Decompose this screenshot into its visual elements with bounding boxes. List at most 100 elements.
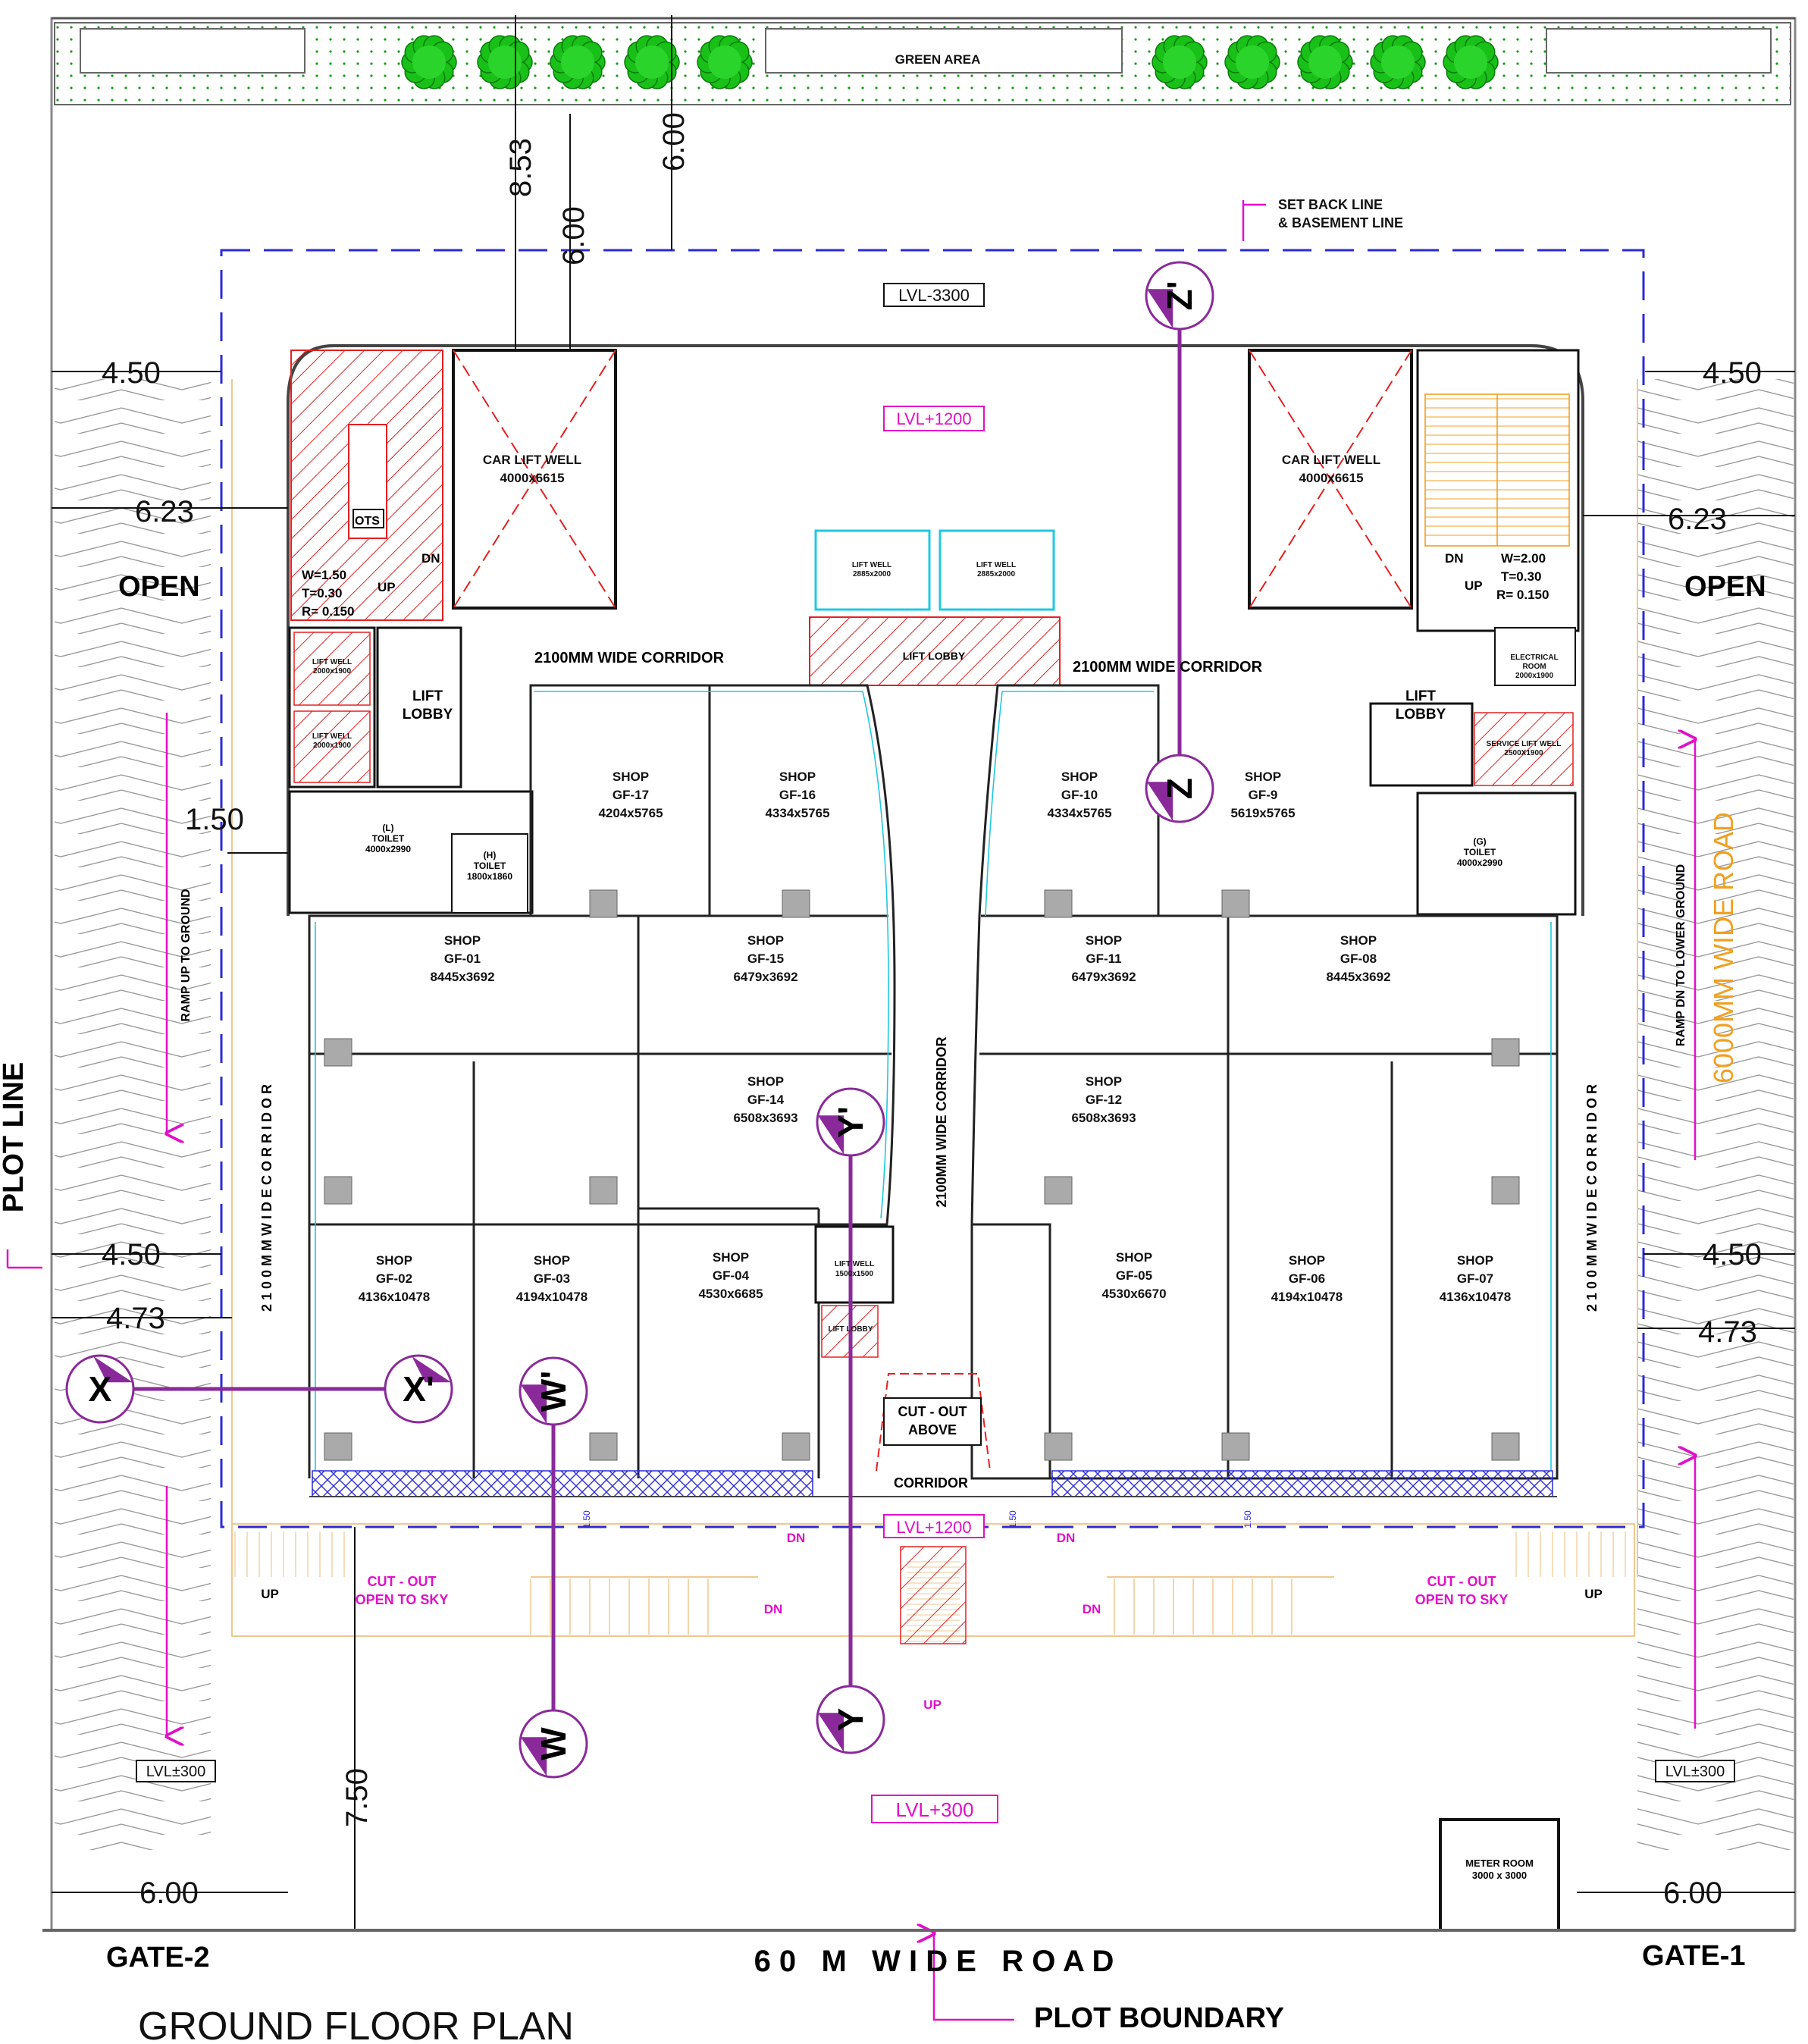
plot-boundary-label: PLOT BOUNDARY xyxy=(1034,2002,1284,2034)
corridor-h-left: 2100MM WIDE CORRIDOR xyxy=(534,650,725,666)
electrical-room: ELECTRICAL xyxy=(1510,654,1558,662)
stair-right-w: W=2.00 xyxy=(1501,551,1546,566)
toilet-g-size: 4000x2990 xyxy=(1457,857,1502,868)
section-letter: X xyxy=(89,1369,112,1409)
meter-room-size: 3000 x 3000 xyxy=(1472,1870,1527,1881)
shop-id: GF-04 xyxy=(713,1268,750,1283)
shop-size: 6508x3693 xyxy=(733,1111,797,1125)
core-lift-well-size: 1500x1500 xyxy=(835,1270,873,1278)
shop-size: 4530x6685 xyxy=(698,1287,763,1301)
shop-word: SHOP xyxy=(376,1253,412,1268)
section-marker-y2: Y' xyxy=(816,1087,885,1157)
front-corridor-hatch xyxy=(312,1470,813,1497)
section-letter: Y' xyxy=(831,1106,870,1138)
dim-623-left: 6.23 xyxy=(135,495,194,528)
lift-well-small-1: LIFT WELL xyxy=(312,658,352,666)
toilet-h-size: 1800x1860 xyxy=(467,871,512,882)
tree-icon xyxy=(1297,35,1353,89)
tree-icon xyxy=(1152,35,1208,89)
section-marker-w: W xyxy=(519,1709,588,1779)
shop-id: GF-12 xyxy=(1086,1093,1122,1107)
toilet-g-name: (G) xyxy=(1473,836,1486,847)
toilet-l-name: (L) xyxy=(382,823,393,833)
shop-word: SHOP xyxy=(1245,770,1281,784)
tree-icon xyxy=(550,35,606,89)
shop-id: GF-15 xyxy=(747,951,784,966)
shop-size: 4204x5765 xyxy=(598,806,663,820)
tree-icon xyxy=(1443,35,1499,89)
shop-id: GF-01 xyxy=(444,951,481,966)
mid-lift-1-size: 2885x2000 xyxy=(853,570,891,578)
service-lift-name: SERVICE LIFT WELL xyxy=(1487,740,1562,748)
right-service-block xyxy=(1369,627,1577,916)
glazing-lines xyxy=(315,691,1552,1471)
shop-size: 4334x5765 xyxy=(1047,806,1111,820)
open-right: OPEN xyxy=(1684,571,1766,603)
section-letter: W' xyxy=(534,1371,573,1412)
shop-size: 6479x3692 xyxy=(1071,970,1136,984)
shop-word: SHOP xyxy=(1457,1253,1493,1268)
toilet-l-name-2: TOILET xyxy=(372,833,405,844)
shop-word: SHOP xyxy=(1061,770,1098,784)
stair-left-up: UP xyxy=(378,580,396,594)
dim-600-right-bottom: 6.00 xyxy=(1663,1876,1722,1910)
shop-word: SHOP xyxy=(779,770,816,784)
shop-word: SHOP xyxy=(1086,933,1122,948)
corridor-front: CORRIDOR xyxy=(894,1475,968,1491)
car-lift-well-right xyxy=(1248,349,1413,610)
shop-word: SHOP xyxy=(1086,1074,1122,1089)
corridor-h-right: 2100MM WIDE CORRIDOR xyxy=(1073,659,1263,676)
ramp-right-hatch xyxy=(1637,379,1794,1850)
mid-lift-well-2 xyxy=(938,529,1055,611)
section-letter: Y xyxy=(831,1708,870,1732)
plaza-w150-3: 1.50 xyxy=(1242,1510,1253,1528)
shop-size: 4334x5765 xyxy=(765,806,829,820)
car-lift-right-name: CAR LIFT WELL xyxy=(1282,453,1380,467)
lift-lobby-right-2: LOBBY xyxy=(1396,707,1446,723)
core-lift-well-name: LIFT WELL xyxy=(835,1260,874,1268)
lift-well-small-1-size: 2000x1900 xyxy=(313,667,351,676)
ramp-left-hatch xyxy=(55,379,211,1850)
level-top: LVL-3300 xyxy=(898,286,970,305)
stair-right-up: UP xyxy=(1465,578,1483,593)
left-service-block xyxy=(288,626,534,914)
meter-room-name: METER ROOM xyxy=(1465,1857,1534,1869)
columns xyxy=(324,889,1520,1461)
section-letter: W xyxy=(534,1727,573,1760)
shop-word: SHOP xyxy=(1289,1253,1325,1268)
dim-450-left-bottom: 4.50 xyxy=(102,1238,161,1271)
level-corridor: LVL+1200 xyxy=(896,1518,971,1537)
toilet-h-name: (H) xyxy=(484,850,497,861)
dim-600-vertical-2: 6.00 xyxy=(657,112,691,171)
level-side-right: LVL±300 xyxy=(1665,1763,1725,1780)
shop-word: SHOP xyxy=(747,933,784,948)
level-ground: LVL+300 xyxy=(896,1798,974,1821)
ramp-left-label: RAMP UP TO GROUND xyxy=(180,889,193,1021)
shop-id: GF-06 xyxy=(1289,1271,1325,1286)
shop-word: SHOP xyxy=(613,770,649,784)
shop-size: 4136x10478 xyxy=(1440,1290,1512,1304)
section-marker-y: Y xyxy=(816,1685,885,1754)
car-lift-well-left xyxy=(452,349,617,610)
mid-lift-2: LIFT WELL xyxy=(976,561,1016,569)
car-lift-left-name: CAR LIFT WELL xyxy=(483,453,581,467)
open-left: OPEN xyxy=(118,571,200,603)
plaza-w150-1: 1.50 xyxy=(581,1510,592,1528)
shop-id: GF-07 xyxy=(1457,1271,1493,1286)
shop-word: SHOP xyxy=(534,1253,570,1268)
cutout-sky-right-1: CUT - OUT xyxy=(1427,1574,1496,1589)
dim-473-right: 4.73 xyxy=(1698,1315,1757,1349)
tree-icon xyxy=(477,35,533,89)
gate-right: GATE-1 xyxy=(1642,1940,1746,1972)
shop-id: GF-10 xyxy=(1061,788,1098,802)
cutout-above-outline xyxy=(876,1373,991,1472)
mid-lift-1: LIFT WELL xyxy=(852,561,891,569)
section-marker-x: X xyxy=(65,1354,135,1424)
shop-id: GF-17 xyxy=(613,788,649,802)
level-lobby: LVL+1200 xyxy=(896,409,971,428)
ramp-right-label: RAMP DN TO LOWER GROUND xyxy=(1675,864,1687,1046)
plaza-dn-3: DN xyxy=(764,1602,783,1616)
shop-size: 6508x3693 xyxy=(1071,1111,1136,1125)
shop-size: 5619x5765 xyxy=(1230,806,1295,820)
